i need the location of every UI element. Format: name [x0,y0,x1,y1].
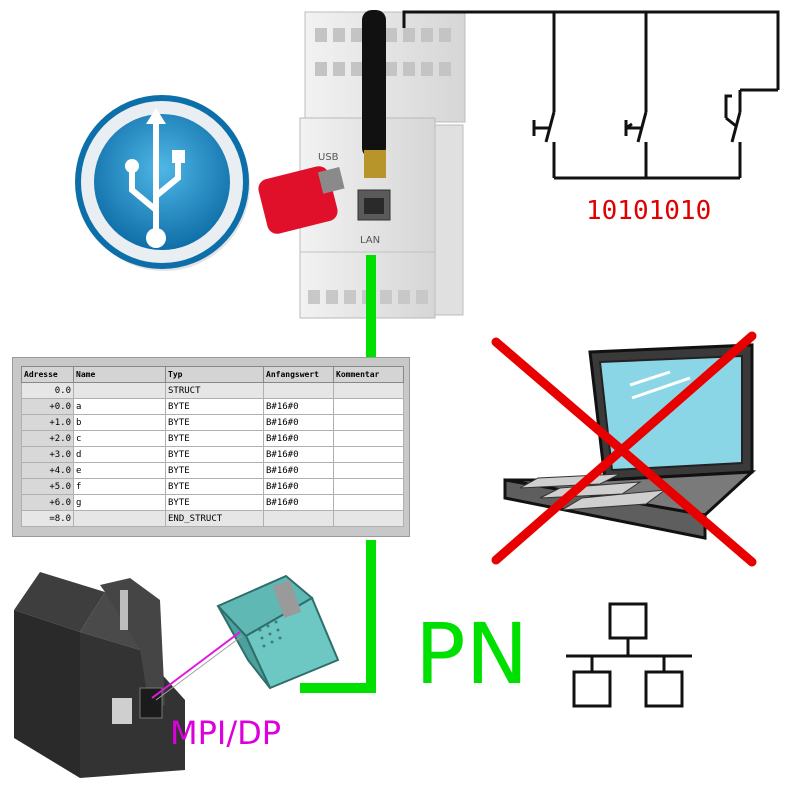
switch-icon [402,10,780,180]
cell-address[interactable]: +5.0 [21,478,74,495]
cell-comment[interactable] [333,510,404,527]
profinet-link-line [300,540,376,693]
switch-state-binary-label: 10101010 [586,196,712,226]
cell-name[interactable] [73,510,166,527]
profibus-connector [216,574,340,690]
table-header-row: Adresse Name Typ Anfangswert Kommentar [21,366,404,383]
cell-address[interactable]: +2.0 [21,430,74,447]
cell-type[interactable]: BYTE [165,462,264,479]
cell-comment[interactable] [333,414,404,431]
cell-type[interactable]: BYTE [165,414,264,431]
cell-comment[interactable] [333,462,404,479]
cell-init-value[interactable]: B#16#0 [263,398,334,415]
cell-init-value[interactable]: B#16#0 [263,446,334,463]
cell-name[interactable] [73,382,166,399]
cell-type[interactable]: END_STRUCT [165,510,264,527]
lan-port-label: LAN [360,235,380,246]
cell-type[interactable]: BYTE [165,494,264,511]
cell-address[interactable]: +4.0 [21,462,74,479]
cell-name[interactable]: f [73,478,166,495]
usb-icon [75,95,250,271]
data-block-table-window: Adresse Name Typ Anfangswert Kommentar 0… [12,357,410,537]
cell-init-value[interactable]: B#16#0 [263,478,334,495]
cell-init-value[interactable] [263,382,334,399]
cell-init-value[interactable]: B#16#0 [263,494,334,511]
cell-type[interactable]: BYTE [165,398,264,415]
cell-type[interactable]: BYTE [165,478,264,495]
mpi-cable [151,631,241,699]
laptop-icon [503,343,757,540]
data-block-table: Adresse Name Typ Anfangswert Kommentar 0… [21,366,404,527]
cell-type[interactable]: BYTE [165,430,264,447]
cell-address[interactable]: +1.0 [21,414,74,431]
cell-comment[interactable] [333,430,404,447]
cell-name[interactable]: e [73,462,166,479]
cell-comment[interactable] [333,382,404,399]
table-row[interactable]: 0.0 STRUCT [21,382,404,399]
cell-name[interactable]: c [73,430,166,447]
plc-device [14,572,185,778]
cell-address[interactable]: 0.0 [21,382,74,399]
usb-stick [258,166,345,234]
cell-type[interactable]: BYTE [165,446,264,463]
gateway-device [299,10,466,319]
cross-icon [491,331,757,567]
cell-init-value[interactable] [263,510,334,527]
cell-address[interactable]: +0.0 [21,398,74,415]
cell-name[interactable]: g [73,494,166,511]
column-header[interactable]: Typ [165,366,264,383]
cell-address[interactable]: =8.0 [21,510,74,527]
cell-comment[interactable] [333,494,404,511]
cell-address[interactable]: +6.0 [21,494,74,511]
profinet-label: PN [415,605,529,703]
cell-comment[interactable] [333,478,404,495]
cell-init-value[interactable]: B#16#0 [263,414,334,431]
cell-address[interactable]: +3.0 [21,446,74,463]
network-topology-icon [566,602,692,708]
cell-init-value[interactable]: B#16#0 [263,462,334,479]
cell-type[interactable]: STRUCT [165,382,264,399]
table-row[interactable]: =8.0 END_STRUCT [21,510,404,527]
mpi-cable-shadow [155,635,243,701]
column-header[interactable]: Adresse [21,366,74,383]
cell-init-value[interactable]: B#16#0 [263,430,334,447]
cell-name[interactable]: b [73,414,166,431]
cell-comment[interactable] [333,398,404,415]
cell-comment[interactable] [333,446,404,463]
usb-port-label: USB [318,152,339,163]
cell-name[interactable]: d [73,446,166,463]
column-header[interactable]: Kommentar [333,366,404,383]
column-header[interactable]: Name [73,366,166,383]
column-header[interactable]: Anfangswert [263,366,334,383]
mpi-dp-label: MPI/DP [170,714,282,752]
cell-name[interactable]: a [73,398,166,415]
